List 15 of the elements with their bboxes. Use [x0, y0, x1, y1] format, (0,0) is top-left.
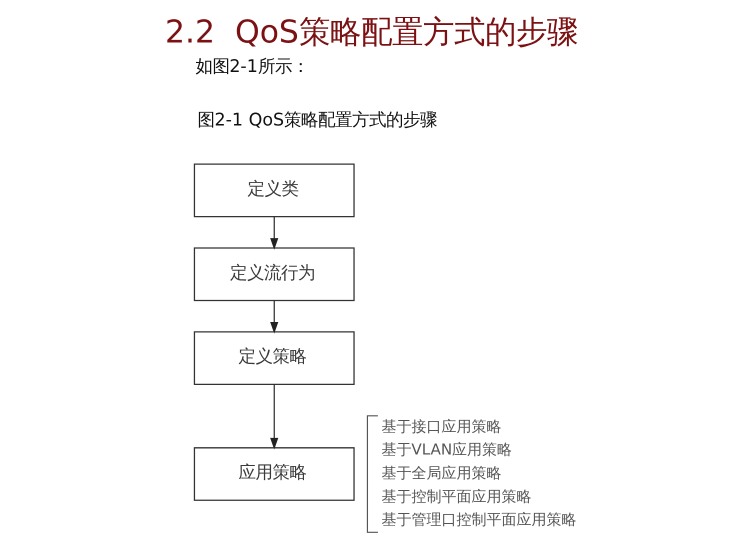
node-label: 基于接口应用策略 — [380, 417, 501, 436]
diagram-title: 2.2 QoS策略配置方式的步骤 — [164, 14, 578, 51]
node-label: 基于控制平面应用策略 — [380, 487, 531, 506]
label: 如图2-1所示： — [194, 57, 308, 78]
arrow — [270, 300, 278, 334]
node-box: 定义策略 — [193, 331, 354, 385]
arrow — [270, 216, 278, 250]
caption: 图2-1 QoS策略配置方式的步骤 — [197, 110, 437, 131]
node-box: 定义类 — [193, 164, 354, 218]
node-label: 基于全局应用策略 — [380, 464, 501, 482]
node-box: 应用策略 — [193, 447, 354, 501]
node-box: 定义流行为 — [193, 247, 354, 302]
arrow — [270, 384, 278, 450]
node-label: 基于管理口控制平面应用策略 — [380, 510, 576, 529]
node-label: 基于VLAN应用策略 — [380, 440, 512, 459]
